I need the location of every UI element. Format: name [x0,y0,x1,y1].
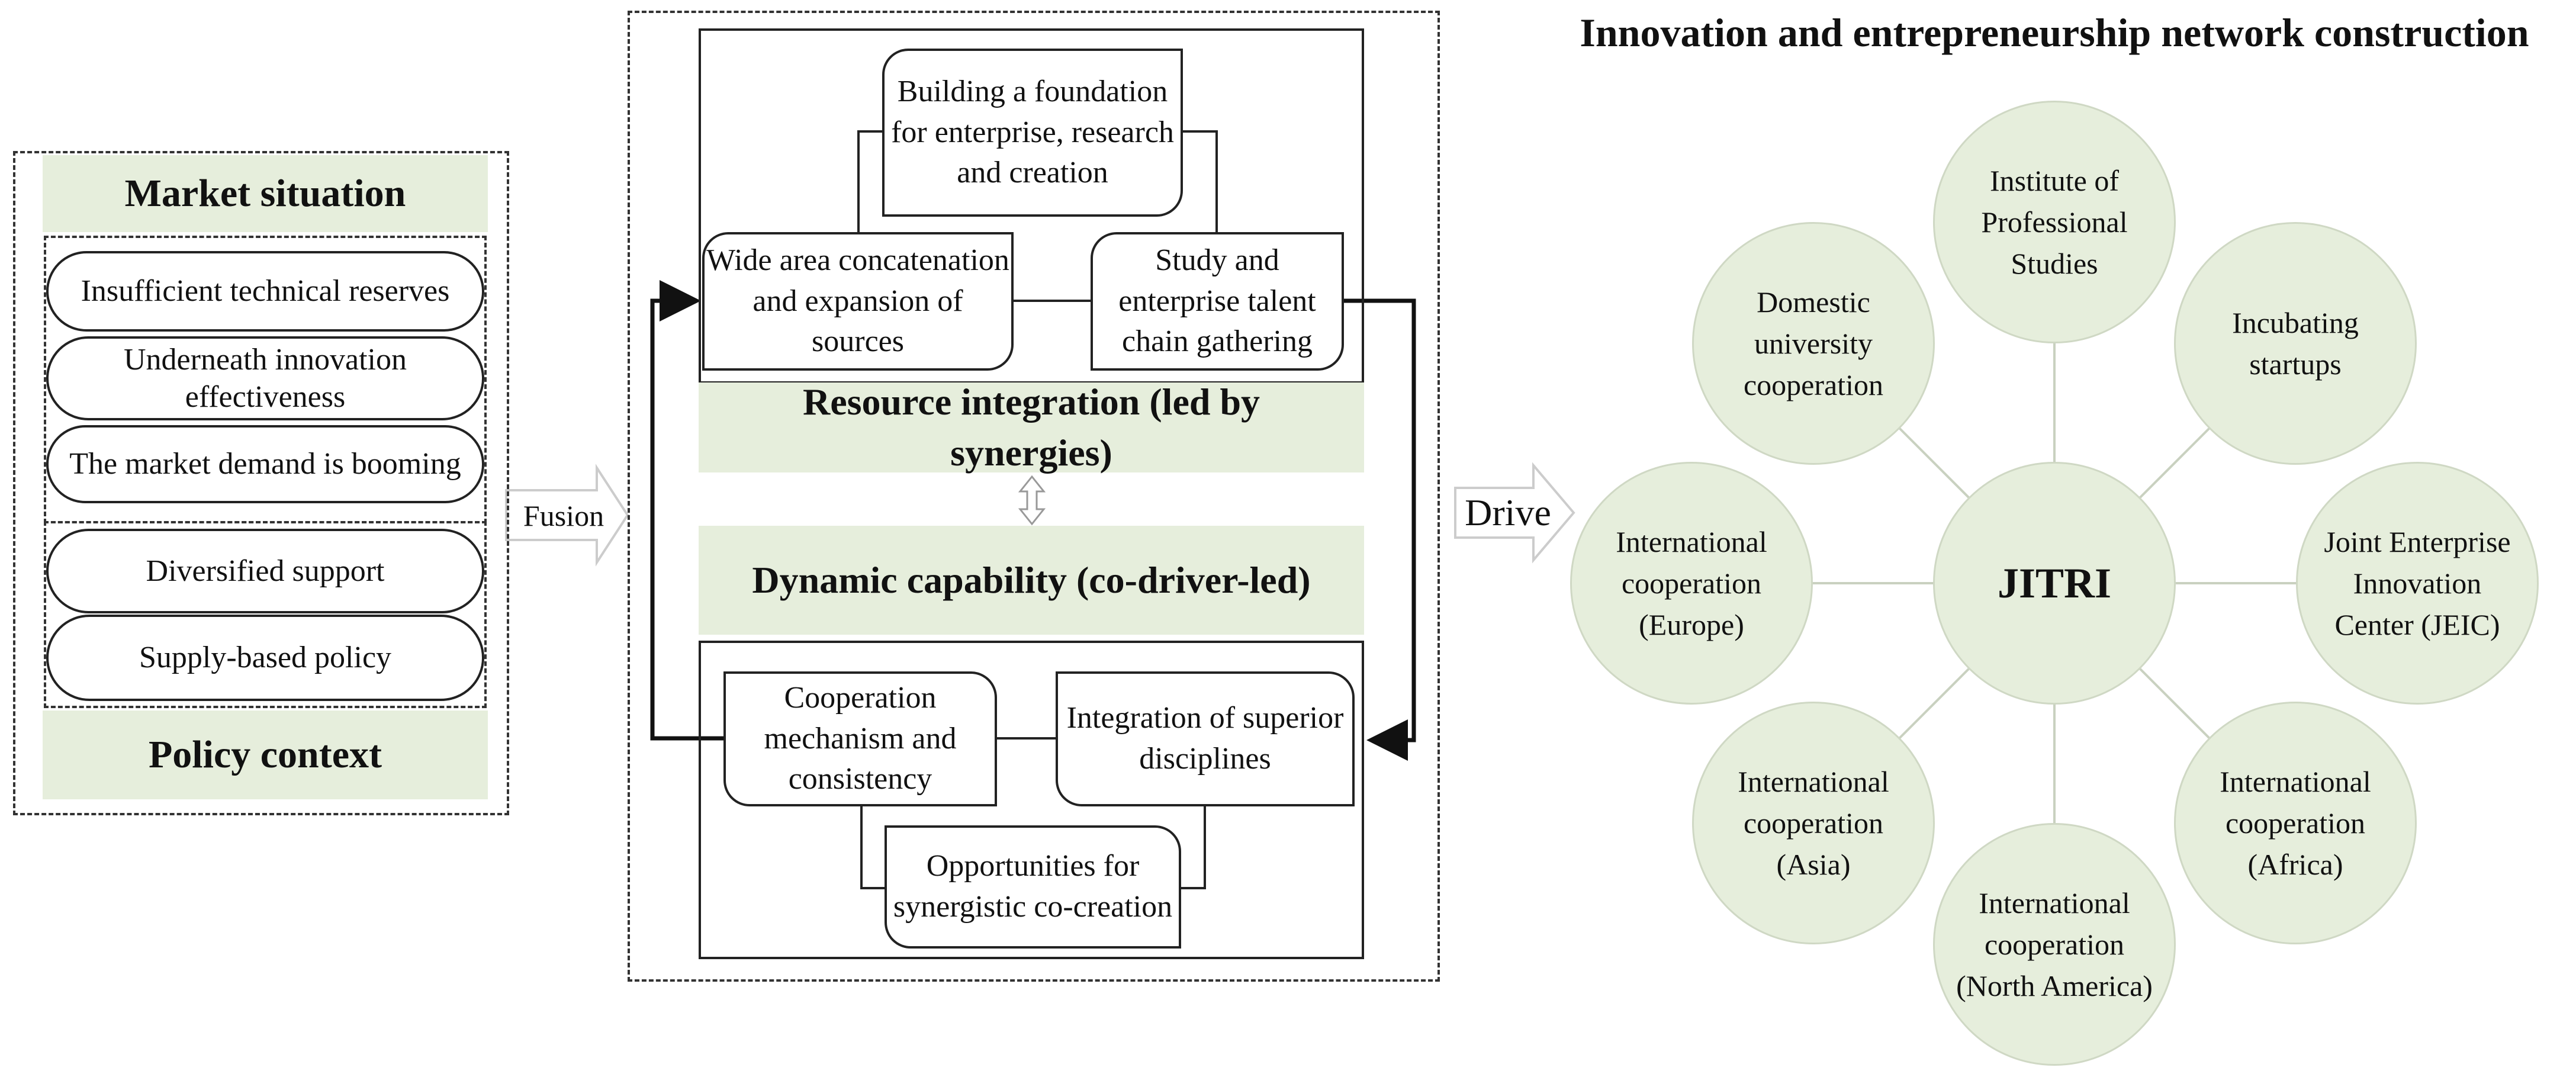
wide-area-node: Wide area concatenation and expansion of… [702,232,1014,371]
drive-label: Drive [1465,491,1551,533]
superior-disciplines-node: Integration of superior disciplines [1056,671,1355,806]
policy-items-group [44,521,487,708]
study-enterprise-node: Study and enterprise talent chain gather… [1091,232,1344,371]
node-asia: International cooperation (Asia) [1692,702,1935,944]
node-europe: International cooperation (Europe) [1570,462,1813,705]
resource-integration-title: Resource integration (led by synergies) [699,381,1364,474]
dynamic-capability-title: Dynamic capability (co-driver-led) [699,526,1364,635]
cooperation-mechanism-node: Cooperation mechanism and consistency [723,671,997,806]
node-professional-studies: Institute of Professional Studies [1933,101,2176,343]
node-incubating-startups: Incubating startups [2174,222,2417,465]
fusion-label: Fusion [523,499,604,532]
market-item-innovation-effectiveness: Underneath innovation effectiveness [46,336,484,420]
synergistic-cocreation-node: Opportunities for synergistic co-creatio… [885,825,1181,949]
dynamic-box [699,641,1364,959]
node-north-america: International cooperation (North America… [1933,823,2176,1066]
node-jitri-center: JITRI [1933,462,2176,705]
market-situation-title: Market situation [43,155,488,232]
policy-context-title: Policy context [43,711,488,799]
node-domestic-university: Domestic university cooperation [1692,222,1935,465]
left-panel [13,151,509,815]
network-title: Innovation and entrepreneurship network … [1580,9,2529,55]
policy-item-supply-based: Supply-based policy [46,615,484,701]
market-item-technical-reserves: Insufficient technical reserves [46,251,484,332]
market-item-demand-booming: The market demand is booming [46,425,484,503]
policy-item-diversified-support: Diversified support [46,529,484,613]
node-africa: International cooperation (Africa) [2174,702,2417,944]
building-foundation-node: Building a foundation for enterprise, re… [882,49,1183,217]
node-jeic: Joint Enterprise Innovation Center (JEIC… [2296,462,2539,705]
middle-panel [628,11,1440,982]
